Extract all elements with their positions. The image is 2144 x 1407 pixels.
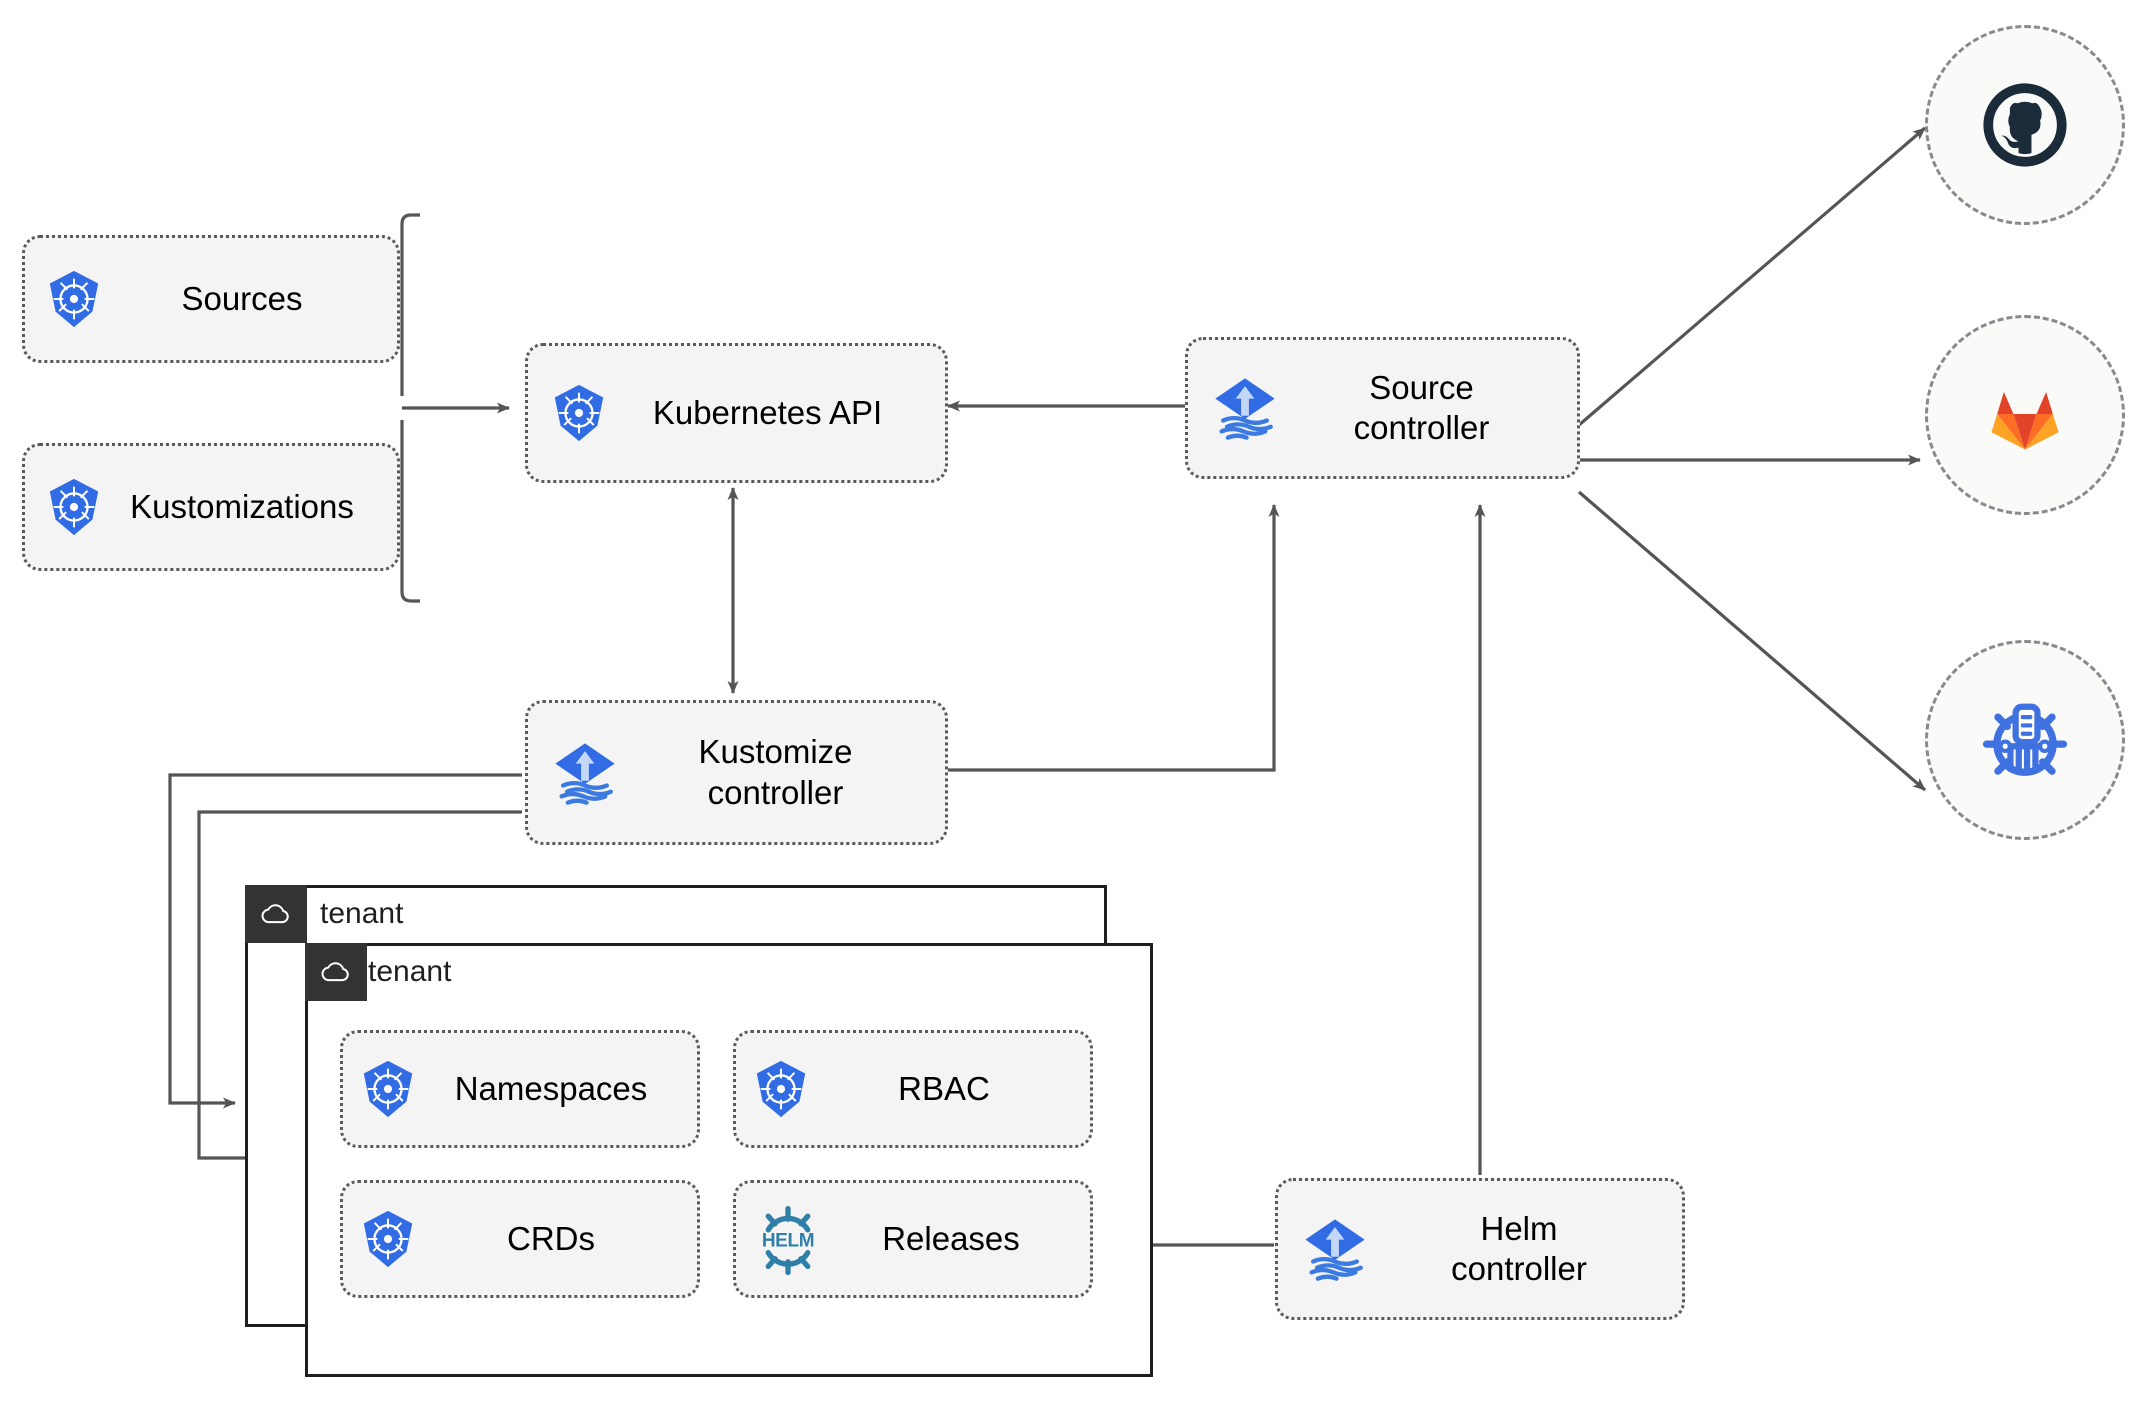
svg-text:HELM: HELM bbox=[762, 1231, 814, 1252]
tenant-label-outer: tenant bbox=[320, 897, 404, 930]
gitlab-icon bbox=[1991, 391, 2059, 450]
provider-gitlab[interactable] bbox=[1925, 315, 2125, 515]
edge-source-github bbox=[1577, 126, 1927, 427]
kubernetes-icon bbox=[357, 1208, 419, 1270]
bracket-top bbox=[400, 213, 420, 396]
node-label: Namespaces bbox=[454, 1069, 648, 1107]
node-label: CRDs bbox=[507, 1219, 595, 1257]
node-kustomizations[interactable]: Kustomizations bbox=[22, 443, 400, 571]
node-label: Kustomizations bbox=[130, 487, 354, 525]
kubernetes-icon bbox=[43, 476, 105, 538]
cloud-icon bbox=[321, 962, 349, 982]
provider-container-registry[interactable] bbox=[1925, 640, 2125, 840]
container-registry-icon bbox=[1982, 703, 2068, 776]
node-sources[interactable]: Sources bbox=[22, 235, 400, 363]
flux-icon bbox=[1296, 1210, 1374, 1288]
node-source-controller[interactable]: Source controller bbox=[1185, 337, 1580, 479]
flux-icon bbox=[1206, 369, 1284, 447]
tenant-tab-outer bbox=[245, 885, 307, 943]
node-label: RBAC bbox=[898, 1069, 990, 1107]
node-crds[interactable]: CRDs bbox=[340, 1180, 700, 1298]
cloud-icon bbox=[261, 904, 289, 924]
node-namespaces[interactable]: Namespaces bbox=[340, 1030, 700, 1148]
tenant-tab-inner bbox=[305, 943, 367, 1001]
node-helm-controller[interactable]: Helm controller bbox=[1275, 1178, 1685, 1320]
node-label: Releases bbox=[882, 1219, 1020, 1257]
node-label: Sources bbox=[181, 279, 303, 317]
node-releases[interactable]: HELM Releases bbox=[733, 1180, 1093, 1298]
helm-icon: HELM bbox=[750, 1201, 826, 1277]
provider-github[interactable] bbox=[1925, 25, 2125, 225]
kubernetes-icon bbox=[750, 1058, 812, 1120]
kubernetes-icon bbox=[357, 1058, 419, 1120]
node-kustomize-controller[interactable]: Kustomize controller bbox=[525, 700, 948, 845]
node-label: Kubernetes API bbox=[652, 393, 883, 431]
node-label: Source controller bbox=[1353, 368, 1490, 446]
edge-kustomize-to-source-controller bbox=[948, 504, 1280, 772]
tenant-panel-inner[interactable] bbox=[305, 943, 1153, 1377]
node-label: Kustomize controller bbox=[698, 733, 853, 811]
edge-source-registry bbox=[1577, 490, 1927, 792]
node-label: Helm controller bbox=[1451, 1209, 1587, 1287]
kubernetes-icon bbox=[548, 382, 610, 444]
github-icon bbox=[1983, 83, 2067, 167]
node-rbac[interactable]: RBAC bbox=[733, 1030, 1093, 1148]
node-kubernetes-api[interactable]: Kubernetes API bbox=[525, 343, 948, 483]
flux-icon bbox=[546, 734, 624, 812]
bracket-bottom bbox=[400, 420, 420, 603]
kubernetes-icon bbox=[43, 268, 105, 330]
tenant-label-inner: tenant bbox=[368, 955, 452, 988]
